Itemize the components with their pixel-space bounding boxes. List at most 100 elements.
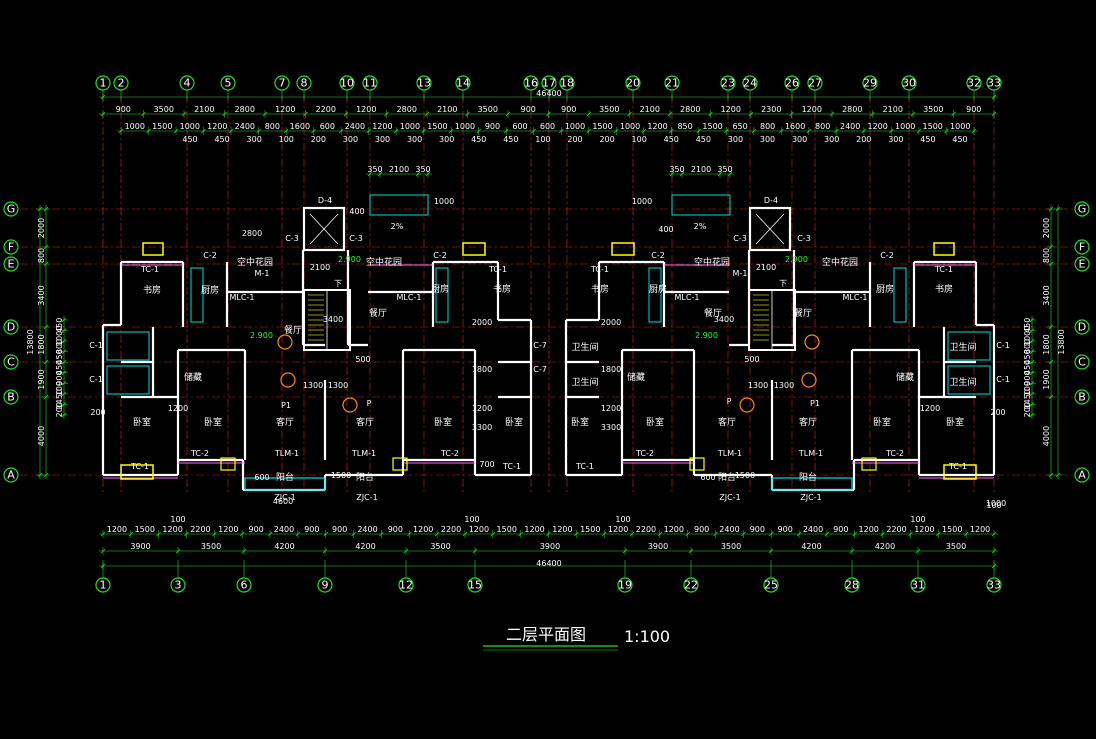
axis-bubble-bottom: 6 xyxy=(236,577,252,593)
dim-top-row1-value: 2800 xyxy=(680,105,700,114)
dim-right-outer-value: 1900 xyxy=(1042,369,1051,389)
axis-circle xyxy=(1074,239,1090,255)
tag-p1: P1 xyxy=(281,401,291,410)
dim-top-row2-value: 1000 xyxy=(455,122,475,131)
axis-label: 29 xyxy=(863,77,877,90)
axis-circle xyxy=(3,354,19,370)
axis-circle xyxy=(625,75,641,91)
drawing-title: 二层平面图 xyxy=(506,625,586,644)
dim-top-row2-value: 1000 xyxy=(620,122,640,131)
dim-top-row2-value: 850 xyxy=(677,122,692,131)
axis-circle xyxy=(398,577,414,593)
axis-circle xyxy=(720,75,736,91)
room-label-living: 客厅 xyxy=(276,416,294,428)
axis-circle xyxy=(170,577,186,593)
axis-label: 23 xyxy=(721,77,735,90)
dim-bottom-row2-value: 3500 xyxy=(946,542,966,551)
dim-bottom-row1-value: 1500 xyxy=(942,525,962,534)
dim-top-row3-value: 200 xyxy=(856,135,871,144)
dim-top-row3-value: 300 xyxy=(792,135,807,144)
axis-bubble-top: 24 xyxy=(742,75,758,91)
dim-top-row3-value: 300 xyxy=(407,135,422,144)
tag-corr_1300: 1300 xyxy=(303,381,323,390)
dim-top-row2-value: 800 xyxy=(760,122,775,131)
dim-right-outer-value: 2000 xyxy=(1042,218,1051,238)
axis-label: G xyxy=(7,203,16,216)
axis-bubble-right: A xyxy=(1074,467,1090,483)
tag-c1: C-1 xyxy=(996,375,1010,384)
room-label-balcony: 阳台 xyxy=(718,471,736,483)
dim-top-row1-value: 2800 xyxy=(235,105,255,114)
axis-circle xyxy=(113,75,129,91)
elevator-cross xyxy=(309,213,339,245)
column-marker xyxy=(277,334,293,350)
tag-zjc1: ZJC-1 xyxy=(274,493,295,502)
room-label-study: 书房 xyxy=(143,284,161,296)
axis-circle xyxy=(3,201,19,217)
axis-circle xyxy=(3,239,19,255)
tag-up: 下 xyxy=(779,279,787,288)
dim-top-row1-value: 2100 xyxy=(640,105,660,114)
canopy xyxy=(671,194,731,216)
dim-top-row1-value: 1200 xyxy=(356,105,376,114)
dim-stair-top-value: 350 xyxy=(367,165,382,174)
dim-top-row2-value: 1600 xyxy=(290,122,310,131)
dim-top-row3-value: 300 xyxy=(247,135,262,144)
ac-slot xyxy=(220,457,236,471)
tag-tc1: TC-1 xyxy=(130,462,149,471)
room-label-balcony: 阳台 xyxy=(276,471,294,483)
dim-top-row1-value: 3500 xyxy=(478,105,498,114)
axis-bubble-top: 29 xyxy=(862,75,878,91)
axis-bubble-bottom: 22 xyxy=(683,577,699,593)
tag-c1: C-1 xyxy=(996,341,1010,350)
dim-top-row2-value: 1500 xyxy=(427,122,447,131)
axis-label: 11 xyxy=(363,77,377,90)
tag-d1: 2000 xyxy=(601,318,621,327)
tag-level: 2.900 xyxy=(785,255,808,264)
tag-tc1: TC-1 xyxy=(502,462,521,471)
axis-label: 26 xyxy=(785,77,799,90)
axis-label: 24 xyxy=(743,77,757,90)
room-label-storage: 储藏 xyxy=(896,371,914,383)
tag-c4: D-4 xyxy=(318,196,332,205)
axis-label: D xyxy=(1078,321,1086,334)
axis-bubble-top: 13 xyxy=(416,75,432,91)
axis-label: 15 xyxy=(468,579,482,592)
dim-top-row2-value: 600 xyxy=(320,122,335,131)
tag-bal_600: 600 xyxy=(700,473,715,482)
dim-top-row3-value: 200 xyxy=(311,135,326,144)
dim-top-row2-value: 1500 xyxy=(592,122,612,131)
room-label-dining: 餐厅 xyxy=(794,307,812,319)
dim-bottom-row1-value: 2400 xyxy=(719,525,739,534)
tag-m1: M-1 xyxy=(733,269,748,278)
tag-slope: 2% xyxy=(391,222,404,231)
dim-right-inner-value: 450 xyxy=(1023,349,1032,364)
room-label-bedroom: 卧室 xyxy=(133,416,151,428)
axis-label: F xyxy=(1079,241,1085,254)
dim-top-row2-value: 1500 xyxy=(702,122,722,131)
tag-level: 2.900 xyxy=(250,331,273,340)
tag-slope: 2% xyxy=(694,222,707,231)
tag-d1: 2000 xyxy=(472,318,492,327)
dim-top-row1-value: 2300 xyxy=(761,105,781,114)
dim-top-row2-value: 1000 xyxy=(400,122,420,131)
axis-bubble-top: 1 xyxy=(95,75,111,91)
dim-bottom-row1-value: 1200 xyxy=(914,525,934,534)
room-label-kitchen: 厨房 xyxy=(431,283,449,295)
dim-left-inner-value: 450 xyxy=(55,360,64,375)
axis-circle xyxy=(95,75,111,91)
axis-label: 27 xyxy=(808,77,822,90)
bathroom-fixture xyxy=(106,331,150,361)
dim-top-row1-value: 900 xyxy=(966,105,981,114)
room-label-balcony: 阳台 xyxy=(356,471,374,483)
axis-label: 33 xyxy=(987,579,1001,592)
tag-stair_2100: 2100 xyxy=(310,263,330,272)
ac-platform xyxy=(933,242,955,256)
room-label-living: 客厅 xyxy=(356,416,374,428)
dim-bottom-row1-value: 2200 xyxy=(190,525,210,534)
dim-top-row1-value: 900 xyxy=(116,105,131,114)
axis-circle xyxy=(807,75,823,91)
kitchen-counter xyxy=(893,267,907,323)
axis-circle xyxy=(664,75,680,91)
dim-top-row1-value: 900 xyxy=(521,105,536,114)
